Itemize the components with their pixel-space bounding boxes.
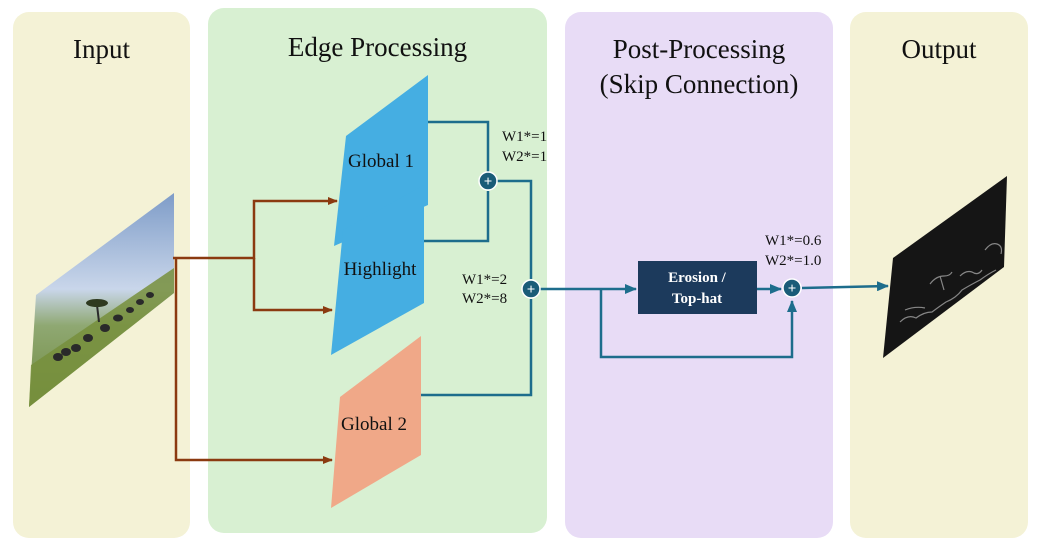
sum-2-weight-2: W2*=8: [462, 291, 507, 307]
global-2-block: Global 2: [331, 336, 421, 508]
sum-node-2-symbol: +: [527, 282, 536, 298]
sum-node-3: +: [782, 278, 802, 298]
sum-1-weight-2: W2*=1: [502, 149, 547, 165]
sum-3-weight-1: W1*=0.6: [765, 233, 822, 249]
tree-icon: [86, 299, 108, 323]
output-panel-title: Output: [901, 34, 977, 64]
sum-2-weight-1: W1*=2: [462, 272, 507, 288]
post-processing-panel-title-line1: Post-Processing: [612, 34, 786, 64]
erosion-tophat-block: Erosion / Top-hat: [638, 261, 757, 314]
erosion-label-line1: Erosion /: [668, 270, 726, 286]
input-image: [29, 193, 174, 407]
post-processing-panel-title-line2: (Skip Connection): [599, 69, 799, 99]
output-image: [883, 176, 1007, 358]
elephant-herd-icon: [53, 292, 154, 361]
sum-node-1-symbol: +: [484, 174, 493, 190]
erosion-label-line2: Top-hat: [672, 291, 722, 307]
input-branch-arrows: [173, 197, 338, 464]
input-panel-title: Input: [73, 34, 130, 64]
highlight-block: Highlight: [331, 185, 424, 355]
edge-connections: [421, 120, 889, 397]
edge-processing-panel-title: Edge Processing: [287, 32, 468, 62]
sum-node-2: +: [521, 279, 541, 299]
sum-1-weight-1: W1*=1: [502, 129, 547, 145]
sum-node-1: +: [478, 171, 498, 191]
highlight-label: Highlight: [344, 259, 418, 280]
sum-node-3-symbol: +: [788, 281, 797, 297]
sum-3-weight-2: W2*=1.0: [765, 253, 821, 269]
edge-map-lines: [899, 243, 1003, 323]
global-1-label: Global 1: [348, 151, 414, 172]
global-2-label: Global 2: [341, 414, 407, 435]
